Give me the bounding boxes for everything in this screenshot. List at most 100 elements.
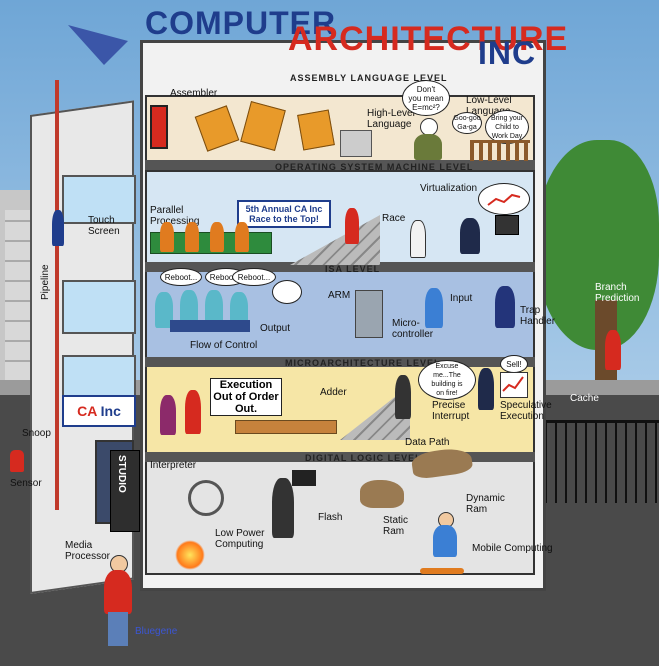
monitor-icon bbox=[495, 215, 519, 235]
label-touch-screen: Touch Screen bbox=[88, 215, 120, 237]
label-output: Output bbox=[260, 323, 291, 334]
title-architecture: ARCHITECTURE bbox=[288, 20, 569, 58]
bubble-reboot-3: Reboot... bbox=[232, 268, 276, 286]
paper-ball-icon bbox=[272, 280, 302, 304]
bluegene-figure bbox=[104, 570, 132, 614]
label-arm: ARM bbox=[328, 290, 351, 301]
paper-stack bbox=[340, 130, 372, 157]
studio-panel bbox=[110, 450, 140, 532]
businessman-figure bbox=[460, 218, 480, 254]
camera-icon bbox=[292, 470, 316, 486]
robot-arm-icon bbox=[297, 109, 335, 151]
label-cache: Cache bbox=[570, 393, 599, 404]
worker-figure bbox=[210, 222, 224, 252]
floor-slab bbox=[145, 262, 535, 272]
surgeon-figure bbox=[205, 290, 223, 328]
level-label-digital: DIGITAL LOGIC LEVEL bbox=[305, 453, 422, 463]
label-pipeline: Pipeline bbox=[40, 264, 51, 300]
worker-figure bbox=[235, 222, 249, 252]
title-inc: INC bbox=[478, 35, 537, 71]
pipeline-pipe bbox=[55, 80, 59, 510]
label-snoop: Snoop bbox=[22, 428, 51, 439]
label-precise-interrupt: Precise Interrupt bbox=[432, 400, 470, 422]
surgeon-figure bbox=[230, 292, 248, 328]
trader-figure bbox=[478, 368, 494, 410]
level-label-assembly: ASSEMBLY LANGUAGE LEVEL bbox=[290, 73, 448, 83]
bubble-reboot-1: Reboot... bbox=[160, 268, 202, 286]
hamster-wheel-icon bbox=[188, 480, 224, 516]
fire-icon bbox=[175, 540, 205, 570]
label-static-ram: Static Ram bbox=[383, 515, 409, 537]
surgeon-figure bbox=[155, 292, 173, 328]
label-microcontroller: Micro- controller bbox=[392, 318, 434, 340]
label-interpreter: Interpreter bbox=[150, 460, 197, 471]
bubble-excuse-me: Excuse me...The building is on fire! bbox=[418, 360, 476, 400]
label-adder: Adder bbox=[320, 387, 347, 398]
worker-figure bbox=[160, 222, 174, 252]
bubble-sell: Sell! bbox=[500, 355, 528, 373]
title-computer: COMPUTER bbox=[145, 5, 337, 41]
stock-line-icon bbox=[502, 376, 524, 392]
label-virtualization: Virtualization bbox=[420, 183, 478, 194]
mobile-computing-skater-figure bbox=[433, 525, 457, 557]
label-flow-of-control: Flow of Control bbox=[190, 340, 258, 351]
skateboard-icon bbox=[420, 568, 464, 574]
label-trap-handler: Trap Handler bbox=[520, 305, 556, 327]
label-flash: Flash bbox=[318, 512, 343, 523]
desk bbox=[235, 420, 337, 434]
label-mobile-computing: Mobile Computing bbox=[472, 543, 553, 554]
label-speculative-execution: Speculative Execution bbox=[500, 400, 552, 422]
level-label-os: OPERATING SYSTEM MACHINE LEVEL bbox=[275, 162, 474, 172]
label-race: Race bbox=[382, 213, 406, 224]
input-worker-figure bbox=[425, 288, 443, 328]
label-assembler: Assembler bbox=[170, 88, 218, 99]
bluegene-legs bbox=[108, 612, 128, 646]
side-window bbox=[62, 355, 136, 399]
bubble-goo-goo: Goo-goo Ga-ga bbox=[452, 112, 482, 134]
side-window bbox=[62, 175, 136, 224]
level-label-micro: MICROARCHITECTURE LEVEL bbox=[285, 358, 441, 368]
trap-handler-officer-figure bbox=[495, 286, 515, 328]
worker-figure bbox=[185, 222, 199, 252]
label-low-level-language: Low-Level Language bbox=[466, 95, 512, 117]
iron-fence bbox=[535, 420, 659, 503]
floor-slab bbox=[145, 357, 535, 367]
label-input: Input bbox=[450, 293, 473, 304]
bubble-child-day: Bring your Child to Work Day bbox=[485, 110, 529, 144]
level-label-isa: ISA LEVEL bbox=[325, 264, 381, 274]
fire-hydrant-icon bbox=[10, 450, 24, 472]
label-dynamic-ram: Dynamic Ram bbox=[466, 493, 505, 515]
runner-figure bbox=[410, 220, 426, 258]
precise-interrupt-figure bbox=[395, 375, 411, 419]
label-data-path: Data Path bbox=[405, 437, 450, 448]
side-window bbox=[62, 280, 136, 334]
label-parallel-processing: Parallel Processing bbox=[150, 205, 200, 227]
label-bluegene: Bluegene bbox=[135, 626, 178, 637]
label-sensor: Sensor bbox=[10, 478, 42, 489]
label-high-level-language: High-Level Language bbox=[367, 108, 415, 130]
operating-table bbox=[170, 320, 250, 332]
floor-slab bbox=[145, 160, 535, 170]
arm-robot-icon bbox=[355, 290, 383, 338]
cameraman-figure bbox=[272, 478, 294, 538]
label-branch-prediction: Branch Prediction bbox=[595, 282, 640, 304]
race-banner: 5th Annual CA Inc Race to the Top! bbox=[237, 200, 331, 228]
bubble-graph-thought bbox=[478, 183, 530, 215]
tree-climber-figure bbox=[605, 330, 621, 370]
bubble-emc: Don't you mean E=mc²? bbox=[402, 80, 450, 116]
red-door bbox=[150, 105, 168, 149]
label-studio: STUDIO bbox=[116, 455, 127, 493]
floor-slab bbox=[145, 452, 535, 462]
line-graph-icon bbox=[487, 193, 521, 206]
crib-railing bbox=[470, 140, 530, 161]
sign-execution-out-of-order: Execution Out of Order Out. bbox=[210, 378, 282, 416]
floor-microarchitecture bbox=[145, 365, 535, 455]
label-low-power-computing: Low Power Computing bbox=[215, 528, 265, 550]
surgeon-figure bbox=[180, 290, 198, 328]
runner-figure bbox=[345, 208, 359, 244]
static-ram-goat-icon bbox=[360, 480, 404, 508]
company-logo: CA Inc bbox=[62, 395, 136, 427]
einstein-figure bbox=[414, 134, 442, 160]
stock-chart-icon bbox=[500, 372, 528, 398]
window-washer-figure bbox=[52, 210, 64, 246]
